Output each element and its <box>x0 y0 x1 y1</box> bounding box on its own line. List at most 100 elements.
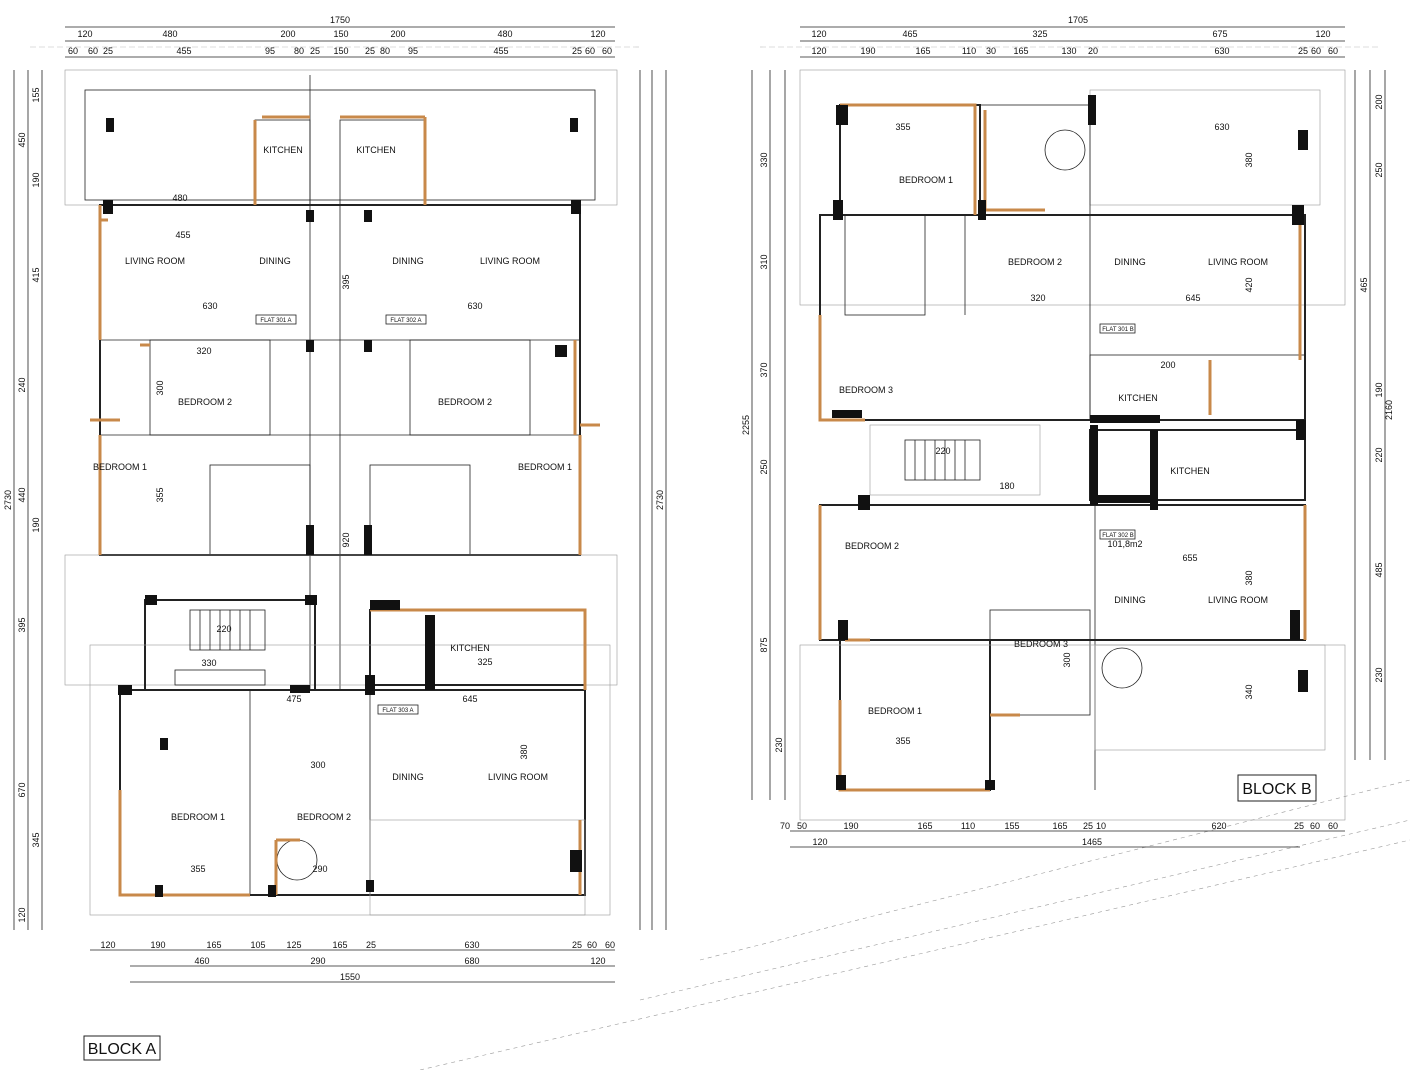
dimension-label: 455 <box>493 46 508 56</box>
dimension-label: 340 <box>1244 684 1254 699</box>
block-b-dimension-lines <box>751 26 1386 848</box>
dimension-label: 25 <box>310 46 320 56</box>
dimension-label: 190 <box>860 46 875 56</box>
orange-exterior-walls <box>818 103 1307 792</box>
spiral-stair-icon <box>1044 129 1086 171</box>
dimension-label: 10 <box>1096 821 1106 831</box>
dimension-label: 120 <box>812 837 827 847</box>
dimension-label: 220 <box>935 446 950 456</box>
dimension-label: 455 <box>176 46 191 56</box>
dimension-label: 630 <box>1214 46 1229 56</box>
dimension-label: 120 <box>590 956 605 966</box>
room-bedroom-2: BEDROOM 2 <box>845 541 899 551</box>
dim-total-left: 2730 <box>3 490 13 510</box>
dimension-label: 290 <box>312 864 327 874</box>
dimension-label: 180 <box>999 481 1014 491</box>
dimension-label: 465 <box>902 29 917 39</box>
dimension-label: 25 <box>572 940 582 950</box>
dimension-label: 25 <box>365 46 375 56</box>
dimension-label: 440 <box>17 487 27 502</box>
dimension-label: 480 <box>172 193 187 203</box>
dimension-label: 110 <box>962 46 976 56</box>
room-bedroom-2: BEDROOM 2 <box>297 812 351 822</box>
dimension-label: 95 <box>265 46 275 56</box>
dimension-label: 355 <box>190 864 205 874</box>
room-labels-a: LIVING ROOM DINING KITCHEN KITCHEN DININ… <box>93 145 572 822</box>
dimension-label: 420 <box>1244 277 1254 292</box>
dimension-label: 395 <box>17 617 27 632</box>
dimension-label: 25 <box>103 46 113 56</box>
room-living-room: LIVING ROOM <box>488 772 548 782</box>
dimension-label: 875 <box>759 637 769 652</box>
room-bedroom-1: BEDROOM 1 <box>171 812 225 822</box>
dimension-label: 190 <box>843 821 858 831</box>
dimension-label: 300 <box>310 760 325 770</box>
dimension-label: 120 <box>811 46 826 56</box>
dimension-label: 630 <box>202 301 217 311</box>
site-boundary-line <box>419 779 1410 1070</box>
room-bedroom-2: BEDROOM 2 <box>178 397 232 407</box>
dimension-label: 230 <box>1374 667 1384 682</box>
dimension-label: 165 <box>206 940 221 950</box>
dimension-label: 380 <box>1244 570 1254 585</box>
room-dining: DINING <box>1114 595 1146 605</box>
dimension-label: 620 <box>1211 821 1226 831</box>
dimension-label: 220 <box>1374 447 1384 462</box>
room-bedroom-1: BEDROOM 1 <box>518 462 572 472</box>
dimension-label: 70 <box>780 821 790 831</box>
dimension-label: 330 <box>201 658 216 668</box>
dimension-label: 105 <box>250 940 265 950</box>
dimension-label: 190 <box>31 172 41 187</box>
dimension-label: 630 <box>467 301 482 311</box>
dimension-label: 60 <box>68 46 78 56</box>
dimension-label: 240 <box>17 377 27 392</box>
dimension-label: 250 <box>1374 162 1384 177</box>
room-bedroom-2: BEDROOM 2 <box>438 397 492 407</box>
dimension-label: 630 <box>464 940 479 950</box>
dimension-label: 370 <box>759 362 769 377</box>
dimension-label: 300 <box>155 380 165 395</box>
room-bedroom-1: BEDROOM 1 <box>868 706 922 716</box>
dimension-label: 675 <box>1212 29 1227 39</box>
dimension-label: 325 <box>477 657 492 667</box>
flat-label: FLAT 302 A <box>390 318 421 324</box>
room-dining: DINING <box>1114 257 1146 267</box>
dimension-label: 320 <box>196 346 211 356</box>
dimension-label: 120 <box>77 29 92 39</box>
dimension-label: 290 <box>310 956 325 966</box>
dimension-label: 25 <box>1298 46 1308 56</box>
structural-columns <box>832 95 1308 790</box>
dimension-label: 330 <box>759 152 769 167</box>
dimension-label: 80 <box>380 46 390 56</box>
dimension-label: 485 <box>1374 562 1384 577</box>
flat-labels-a: FLAT 301 A FLAT 302 A FLAT 303 A <box>255 314 427 715</box>
flat-labels-b: FLAT 301 B FLAT 302 B 101,8m2 <box>1099 323 1143 549</box>
dimension-label: 670 <box>17 782 27 797</box>
dimension-label: 25 <box>1294 821 1304 831</box>
staircase-icon <box>904 439 981 481</box>
dimension-label: 380 <box>519 744 529 759</box>
flat-label: FLAT 301 A <box>260 318 291 324</box>
dimension-label: 200 <box>390 29 405 39</box>
dimension-label: 25 <box>572 46 582 56</box>
dimension-label: 165 <box>915 46 930 56</box>
dimension-label: 60 <box>605 940 615 950</box>
room-living-room: LIVING ROOM <box>1208 595 1268 605</box>
dim-total-right: 2160 <box>1384 400 1394 420</box>
staircase-icon <box>174 609 266 686</box>
dimension-label: 455 <box>175 230 190 240</box>
dim-total-top: 1750 <box>330 15 350 25</box>
dimension-label: 20 <box>1088 46 1098 56</box>
block-b-label: BLOCK B <box>1242 781 1311 798</box>
room-dining: DINING <box>259 256 291 266</box>
dimension-label: 125 <box>286 940 301 950</box>
dimension-label: 230 <box>774 737 784 752</box>
dimension-label: 460 <box>194 956 209 966</box>
